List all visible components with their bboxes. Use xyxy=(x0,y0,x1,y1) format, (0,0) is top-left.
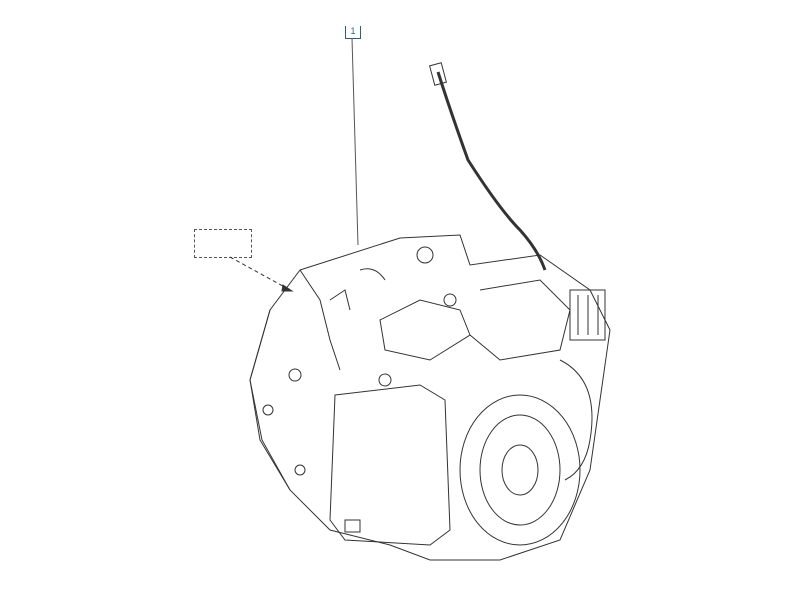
callout-leader-line xyxy=(351,37,359,246)
cable xyxy=(429,62,547,271)
connector xyxy=(569,289,606,341)
bell-housing xyxy=(459,394,581,546)
part-callout-label[interactable]: 1 xyxy=(345,26,361,39)
reference-box-dashed xyxy=(194,229,252,258)
side-cover xyxy=(329,384,451,546)
transmission-housing xyxy=(249,234,611,561)
reference-arrow xyxy=(229,256,291,291)
top-plate xyxy=(379,299,471,361)
